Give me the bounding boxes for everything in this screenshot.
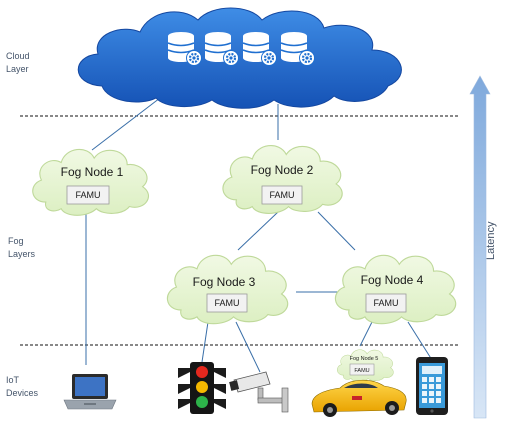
famu-label: FAMU xyxy=(354,368,369,374)
link-node3-traffic-light xyxy=(201,321,209,363)
famu-box xyxy=(261,185,303,205)
smartphone-icon xyxy=(416,357,448,415)
car-icon xyxy=(311,379,407,417)
link-node2-node3 xyxy=(237,211,279,251)
fog-node-4-label: Fog Node 4 xyxy=(361,273,424,287)
iot-devices-label: IoT Devices xyxy=(6,375,39,398)
famu-box xyxy=(206,293,248,313)
famu-label: FAMU xyxy=(373,298,398,308)
latency-arrow: Latency xyxy=(469,75,497,419)
link-node4-phone xyxy=(407,321,433,361)
fog-layers-label: Fog Layers xyxy=(8,236,36,259)
link-cloud-node1 xyxy=(91,97,161,151)
traffic-light-icon xyxy=(178,362,226,414)
cloud-layer-label: Cloud Layer xyxy=(6,51,30,74)
fog-node-5: Fog Node 5 FAMU xyxy=(336,349,394,382)
fog-node-2-label: Fog Node 2 xyxy=(251,163,314,177)
link-node4-node5 xyxy=(359,321,373,347)
fog-node-3: Fog Node 3 FAMU xyxy=(166,254,289,325)
famu-label: FAMU xyxy=(75,190,100,200)
famu-label: FAMU xyxy=(214,298,239,308)
latency-label: Latency xyxy=(485,221,497,260)
fog-node-2: Fog Node 2 FAMU xyxy=(222,144,343,214)
link-node2-node4 xyxy=(317,211,356,251)
fog-node-1: Fog Node 1 FAMU xyxy=(32,148,150,216)
connection-lines xyxy=(85,97,433,373)
fog-node-1-label: Fog Node 1 xyxy=(61,165,124,179)
famu-label: FAMU xyxy=(269,190,294,200)
cloud-layer-cloud xyxy=(77,7,402,109)
famu-box xyxy=(349,363,375,376)
fog-node-3-label: Fog Node 3 xyxy=(193,275,256,289)
fog-node-4: Fog Node 4 FAMU xyxy=(334,254,457,325)
famu-box xyxy=(66,185,110,205)
security-camera-icon xyxy=(229,371,289,413)
fog-node-5-label: Fog Node 5 xyxy=(350,356,379,362)
link-node3-camera xyxy=(235,321,261,373)
famu-box xyxy=(365,293,407,313)
laptop-icon xyxy=(63,374,117,410)
